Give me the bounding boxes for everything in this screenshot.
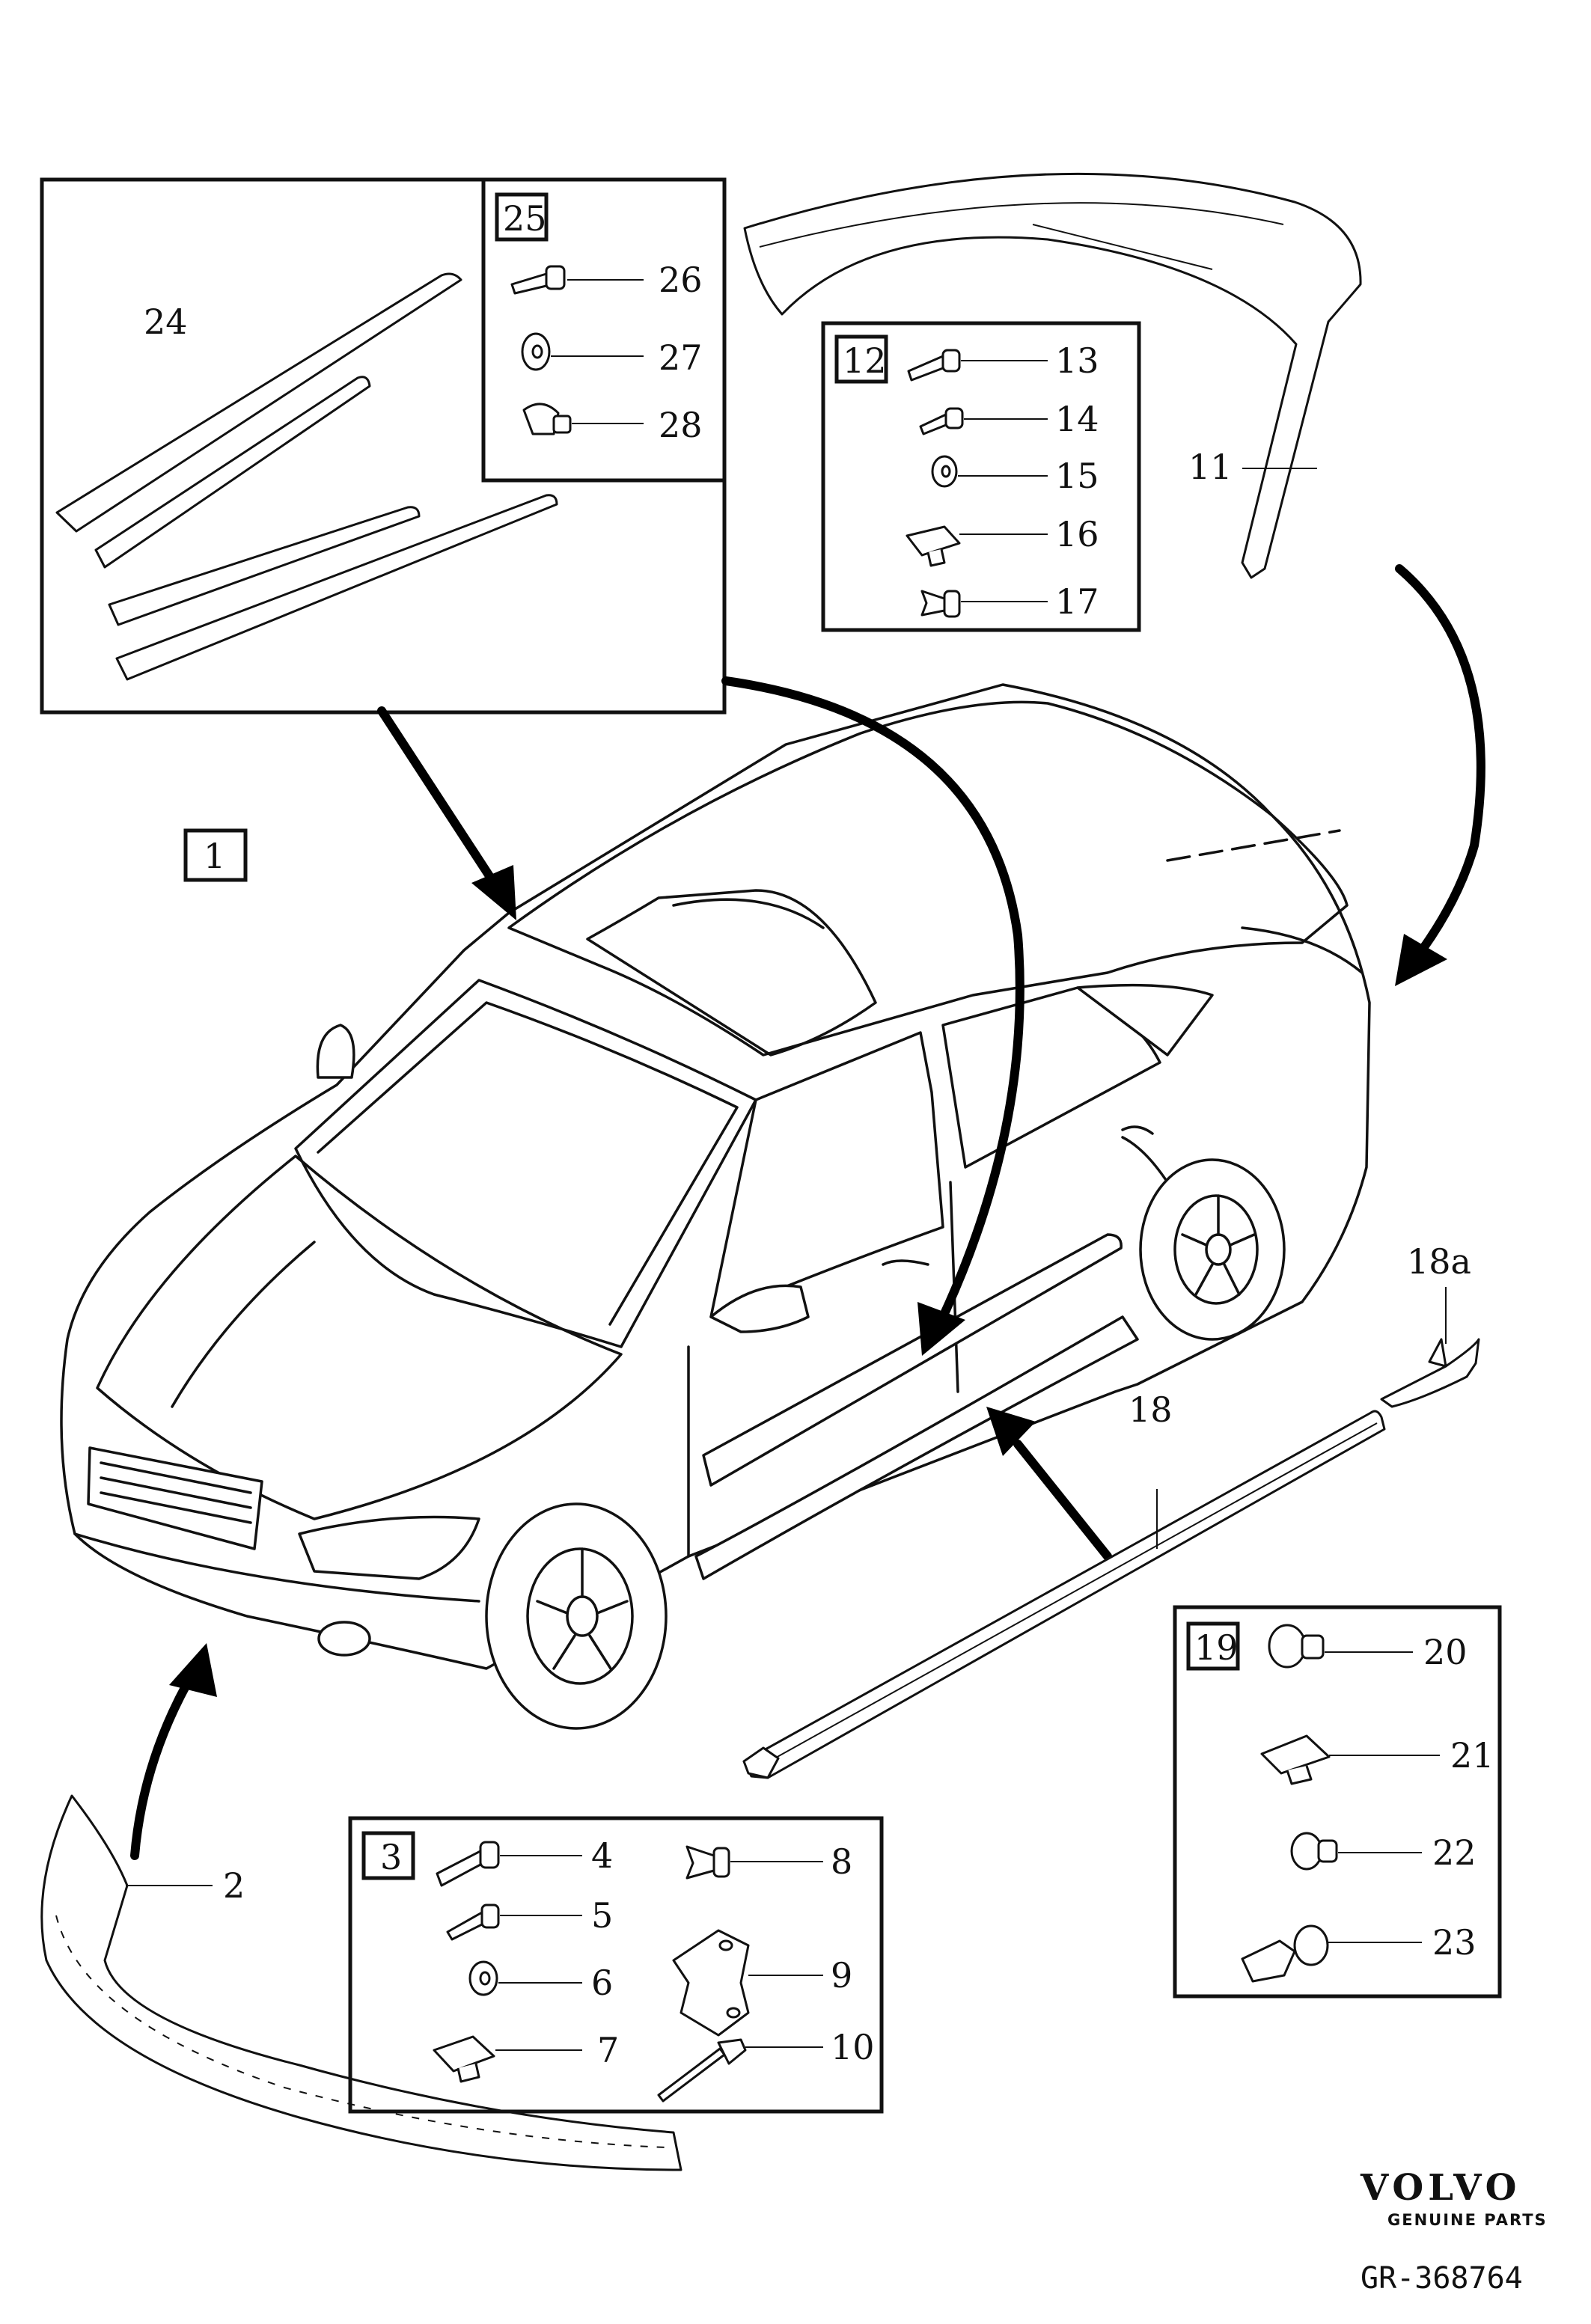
push-rivet-icon xyxy=(1241,1924,1329,1983)
inset-moldings: 24 25 26 27 28 xyxy=(40,177,727,715)
callout-24: 24 xyxy=(144,302,188,342)
callout-19: 19 xyxy=(1194,1627,1239,1668)
callout-26: 26 xyxy=(659,260,703,300)
fastener-group-3: 3 4 5 6 7 8 xyxy=(348,1816,884,2114)
callout-6: 6 xyxy=(591,1963,613,2003)
callout-21: 21 xyxy=(1450,1735,1494,1776)
diagram-code: GR-368764 xyxy=(1361,2261,1523,2296)
callout-17: 17 xyxy=(1055,581,1099,622)
push-rivet-icon xyxy=(920,590,961,618)
arrows xyxy=(130,564,1485,1860)
brand-name: VOLVO xyxy=(1360,2167,1521,2209)
callout-14: 14 xyxy=(1055,399,1099,439)
sill-end-cap xyxy=(1380,1338,1480,1408)
fastener-group-25-frame xyxy=(481,177,727,483)
callout-2: 2 xyxy=(223,1865,245,1906)
callout-15: 15 xyxy=(1055,456,1099,496)
callout-28: 28 xyxy=(659,405,703,445)
screw-icon xyxy=(907,349,961,382)
callout-9: 9 xyxy=(831,1955,852,1996)
callout-22: 22 xyxy=(1432,1832,1477,1873)
screw-icon xyxy=(919,407,964,435)
callout-4: 4 xyxy=(591,1835,613,1876)
callout-20: 20 xyxy=(1423,1632,1468,1672)
callout-3-box xyxy=(361,1831,415,1880)
side-molding-strips xyxy=(55,272,558,681)
callout-12-box xyxy=(834,334,888,384)
fastener-group-3-frame xyxy=(348,1816,884,2114)
washer-icon xyxy=(931,455,958,488)
brand-tagline: GENUINE PARTS xyxy=(1387,2211,1548,2229)
front-spoiler xyxy=(40,1794,682,2171)
callout-23: 23 xyxy=(1432,1922,1477,1963)
callout-7: 7 xyxy=(597,2030,619,2070)
push-rivet-icon xyxy=(685,1845,730,1880)
clip-nut-icon xyxy=(1260,1734,1331,1785)
callout-19-box xyxy=(1186,1621,1240,1671)
push-fastener-icon xyxy=(1268,1624,1325,1669)
callout-25-box xyxy=(495,192,549,242)
washer-icon xyxy=(521,332,551,371)
screw-icon xyxy=(446,1903,500,1941)
rear-spoiler xyxy=(743,172,1362,579)
callout-18a: 18a xyxy=(1407,1241,1471,1282)
clip-nut-icon xyxy=(433,2035,495,2083)
callout-18: 18 xyxy=(1129,1389,1173,1430)
washer-icon xyxy=(468,1960,498,1996)
screw-icon xyxy=(510,265,566,295)
callout-5: 5 xyxy=(591,1895,613,1936)
fastener-group-19: 19 20 21 22 23 xyxy=(1173,1605,1502,1999)
inset-moldings-frame xyxy=(40,177,727,715)
callout-1: 1 xyxy=(204,836,225,876)
callout-16: 16 xyxy=(1055,514,1099,554)
bracket-icon xyxy=(672,1929,750,2037)
clip-nut-icon xyxy=(522,403,572,435)
callout-10: 10 xyxy=(831,2027,875,2067)
callout-8: 8 xyxy=(831,1841,852,1882)
fastener-group-12: 12 13 14 15 16 17 xyxy=(821,321,1141,632)
clip-nut-icon xyxy=(1290,1832,1338,1871)
callout-13: 13 xyxy=(1055,340,1099,381)
side-sill-moulding xyxy=(742,1410,1386,1779)
screw-icon xyxy=(436,1841,500,1887)
blind-rivet-icon xyxy=(657,2038,747,2103)
fastener-group-19-frame xyxy=(1173,1605,1502,1999)
callout-3: 3 xyxy=(380,1837,402,1877)
callout-11: 11 xyxy=(1188,447,1233,487)
callout-12: 12 xyxy=(843,340,887,381)
car-illustration xyxy=(60,683,1371,1730)
fastener-group-12-frame xyxy=(821,321,1141,632)
callout-1-box xyxy=(183,828,248,882)
callout-25: 25 xyxy=(503,198,547,239)
clip-nut-icon xyxy=(906,525,961,567)
callout-27: 27 xyxy=(659,337,703,378)
